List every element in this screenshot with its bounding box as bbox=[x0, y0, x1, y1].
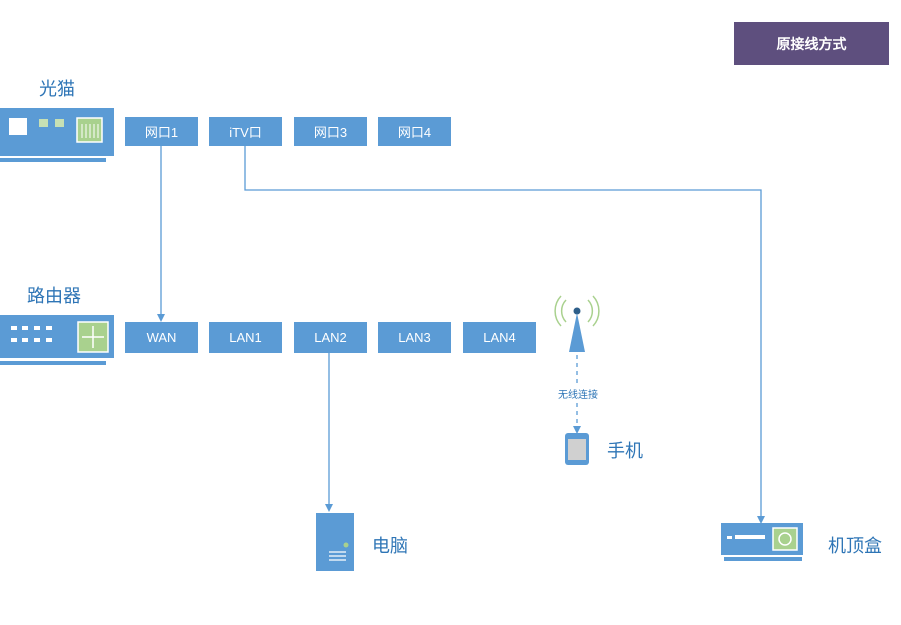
modem-port-4: 网口4 bbox=[378, 117, 451, 146]
stb-label: 机顶盒 bbox=[828, 536, 882, 557]
arrow-wan bbox=[157, 314, 165, 322]
wireless-connection-label: 无线连接 bbox=[552, 386, 604, 401]
phone-icon bbox=[565, 433, 589, 465]
router-port-lan1: LAN1 bbox=[209, 322, 282, 353]
modem-device-icon bbox=[0, 108, 114, 162]
router-port-lan4: LAN4 bbox=[463, 322, 536, 353]
modem-port-itv: iTV口 bbox=[209, 117, 282, 146]
line-itv-to-stb bbox=[244, 146, 762, 518]
router-device-icon bbox=[0, 315, 114, 365]
pc-label: 电脑 bbox=[372, 536, 408, 557]
modem-label: 光猫 bbox=[39, 79, 75, 100]
modem-port-3: 网口3 bbox=[294, 117, 367, 146]
original-wiring-badge: 原接线方式 bbox=[734, 22, 889, 65]
pc-tower-icon bbox=[316, 513, 354, 571]
modem-port-1: 网口1 bbox=[125, 117, 198, 146]
router-port-wan: WAN bbox=[125, 322, 198, 353]
set-top-box-icon bbox=[721, 523, 803, 561]
router-port-lan2: LAN2 bbox=[294, 322, 367, 353]
router-label: 路由器 bbox=[27, 286, 81, 307]
arrow-pc bbox=[325, 504, 333, 512]
phone-label: 手机 bbox=[607, 441, 643, 462]
router-port-lan3: LAN3 bbox=[378, 322, 451, 353]
arrow-phone bbox=[573, 426, 581, 434]
arrow-stb bbox=[757, 516, 765, 524]
wireless-antenna-icon bbox=[554, 295, 600, 352]
